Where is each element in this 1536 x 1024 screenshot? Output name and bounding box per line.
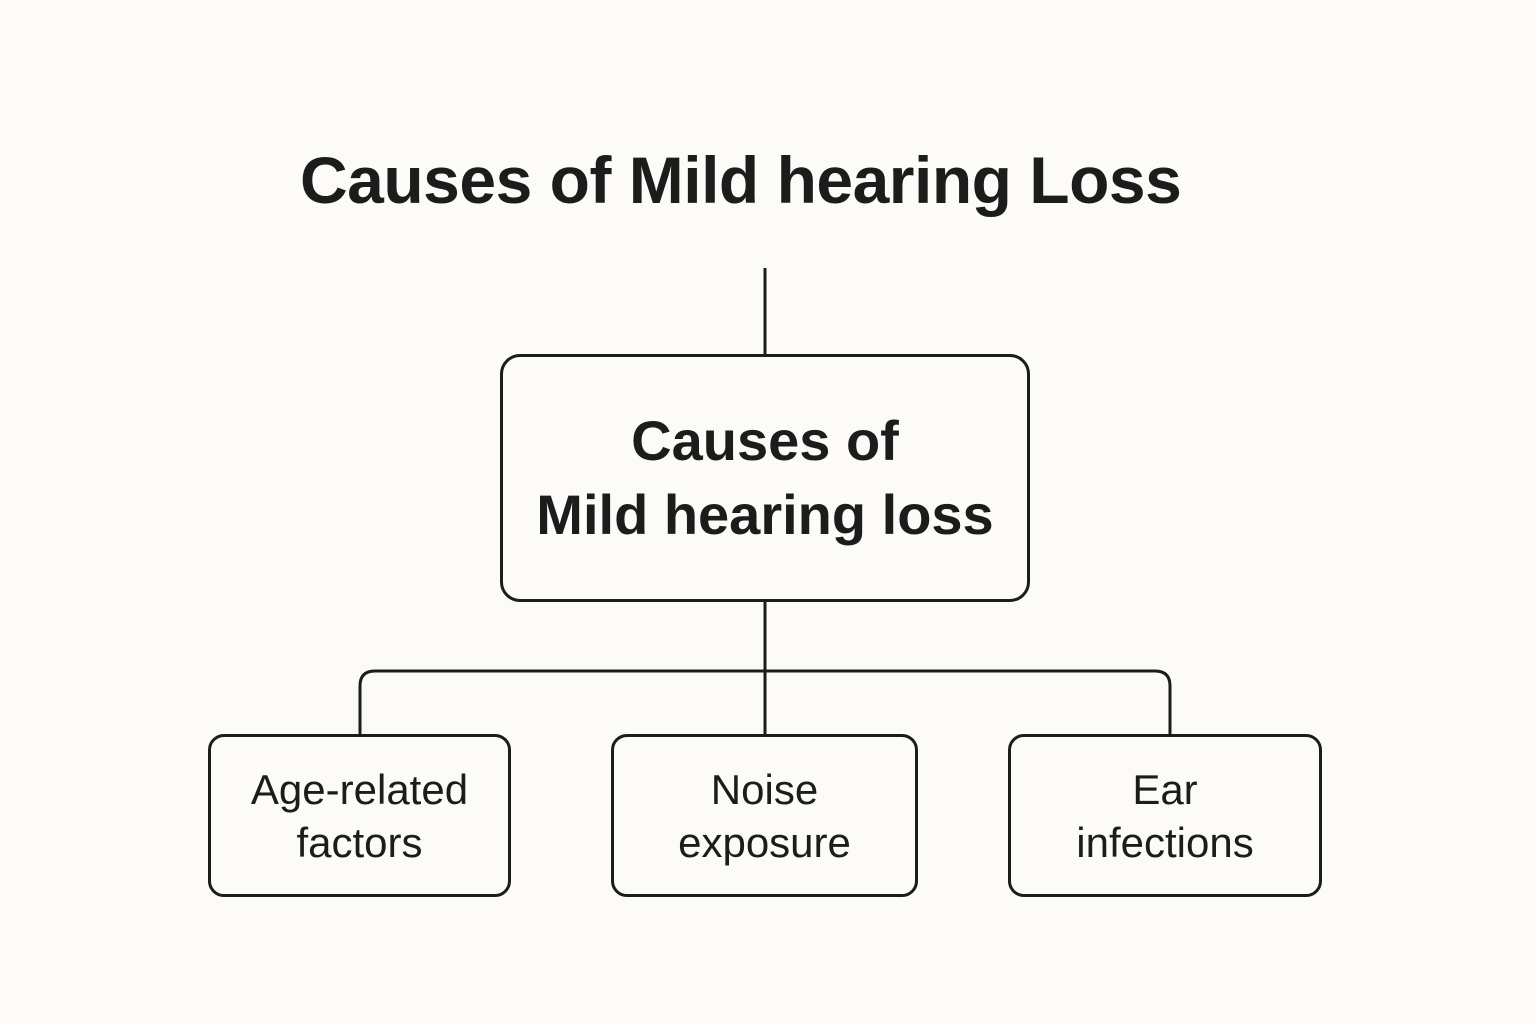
child-node-label-line2: exposure <box>678 818 851 866</box>
root-node-label-line2: Mild hearing loss <box>536 483 994 546</box>
child-node-ear-infections: Ear infections <box>1008 734 1322 897</box>
child-node-label-line2: infections <box>1076 818 1254 866</box>
child-node-label-line2: factors <box>296 818 423 866</box>
root-node: Causes of Mild hearing loss <box>500 354 1030 602</box>
child-node-age-related: Age-related factors <box>208 734 511 897</box>
branch-horizontal-connector <box>358 669 1172 736</box>
child-node-noise-exposure: Noise exposure <box>611 734 918 897</box>
child-node-label-line1: Age-related <box>250 765 469 813</box>
child-node-label-line1: Ear <box>1132 765 1198 813</box>
root-node-label-line1: Causes of <box>631 409 899 472</box>
child-node-label-line1: Noise <box>710 765 819 813</box>
diagram-title: Causes of Mild hearing Loss <box>300 143 1182 217</box>
